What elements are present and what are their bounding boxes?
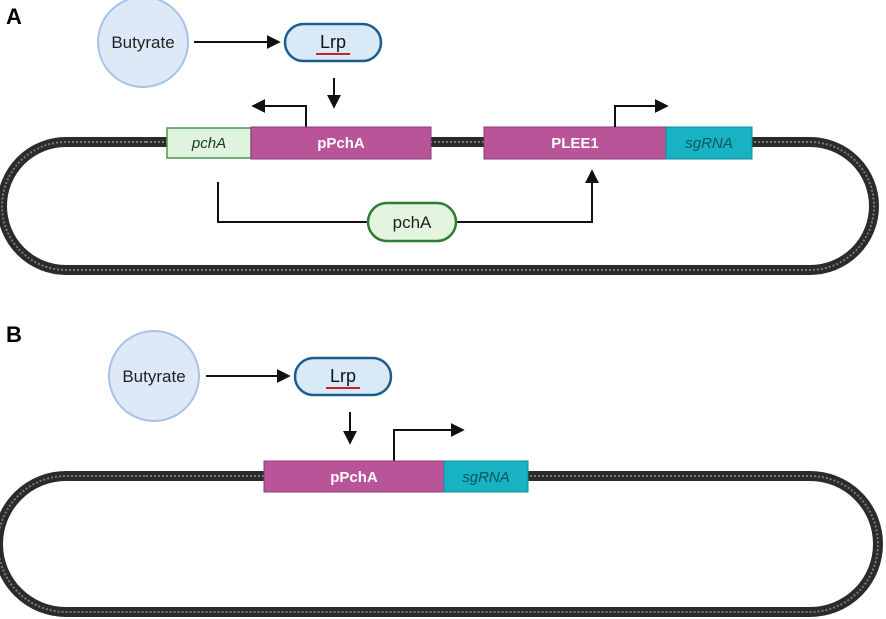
pcha-protein-pill: pchA bbox=[366, 201, 458, 243]
panel-a: Butyrate Lrp pchA pPchA PLEE1 bbox=[0, 0, 879, 275]
lrp-label-b: Lrp bbox=[330, 366, 356, 386]
lrp-pill-a: Lrp bbox=[283, 22, 383, 63]
transcription-arrow-right-a bbox=[614, 99, 669, 127]
ppcha-label-a: pPchA bbox=[317, 135, 365, 152]
butyrate-bubble-a: Butyrate bbox=[97, 0, 189, 88]
pcha-gene-label: pchA bbox=[191, 135, 226, 152]
plee1-promoter: PLEE1 bbox=[483, 126, 667, 160]
sgrna-label-a: sgRNA bbox=[685, 135, 733, 152]
sgrna-box-a: sgRNA bbox=[665, 126, 753, 160]
butyrate-label-b: Butyrate bbox=[122, 367, 185, 386]
transcription-arrow-left-a bbox=[251, 99, 307, 127]
ppcha-promoter-a: pPchA bbox=[250, 126, 432, 160]
panel-b: Butyrate Lrp pPchA sgRNA bbox=[0, 330, 883, 617]
lrp-label-a: Lrp bbox=[320, 32, 346, 52]
panel-letter-b: B bbox=[6, 322, 22, 347]
ppcha-label-b: pPchA bbox=[330, 469, 378, 486]
sgrna-box-b: sgRNA bbox=[443, 460, 529, 493]
butyrate-label-a: Butyrate bbox=[111, 33, 174, 52]
pcha-gene-box: pchA bbox=[166, 127, 252, 159]
plasmid-backbone-a bbox=[0, 137, 879, 275]
ppcha-promoter-b: pPchA bbox=[263, 460, 445, 493]
sgrna-label-b: sgRNA bbox=[462, 469, 510, 486]
butyrate-bubble-b: Butyrate bbox=[108, 330, 200, 422]
plasmid-backbone-b bbox=[0, 471, 883, 617]
pcha-protein-label: pchA bbox=[393, 213, 432, 232]
panel-letter-a: A bbox=[6, 4, 22, 29]
plee1-label: PLEE1 bbox=[551, 135, 599, 152]
transcription-arrow-right-b bbox=[393, 423, 465, 461]
lrp-pill-b: Lrp bbox=[293, 356, 393, 397]
